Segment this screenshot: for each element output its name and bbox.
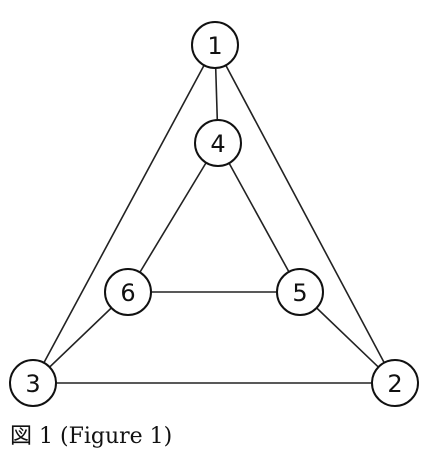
- edge-4-6: [127, 142, 219, 293]
- node-label: 5: [292, 279, 307, 307]
- node-5: 5: [276, 268, 324, 316]
- edge-1-2: [214, 44, 396, 384]
- node-4: 4: [194, 119, 242, 167]
- edge-1-3: [32, 44, 216, 384]
- graph-diagram: 1 2 3 4 5 6: [9, 21, 419, 407]
- edge-4-5: [217, 142, 301, 293]
- node-label: 2: [387, 370, 402, 398]
- node-1: 1: [191, 21, 239, 69]
- node-circle: [191, 21, 239, 69]
- node-circle: [371, 359, 419, 407]
- figure-caption: 図 1 (Figure 1): [10, 424, 173, 449]
- node-2: 2: [371, 359, 419, 407]
- graph-edges: [32, 44, 396, 384]
- graph-nodes: 1 2 3 4 5 6: [9, 21, 419, 407]
- node-circle: [104, 268, 152, 316]
- node-label: 1: [207, 32, 222, 60]
- node-circle: [9, 359, 57, 407]
- node-3: 3: [9, 359, 57, 407]
- node-label: 6: [120, 279, 135, 307]
- node-circle: [194, 119, 242, 167]
- node-label: 4: [210, 130, 225, 158]
- node-6: 6: [104, 268, 152, 316]
- node-label: 3: [25, 370, 40, 398]
- node-circle: [276, 268, 324, 316]
